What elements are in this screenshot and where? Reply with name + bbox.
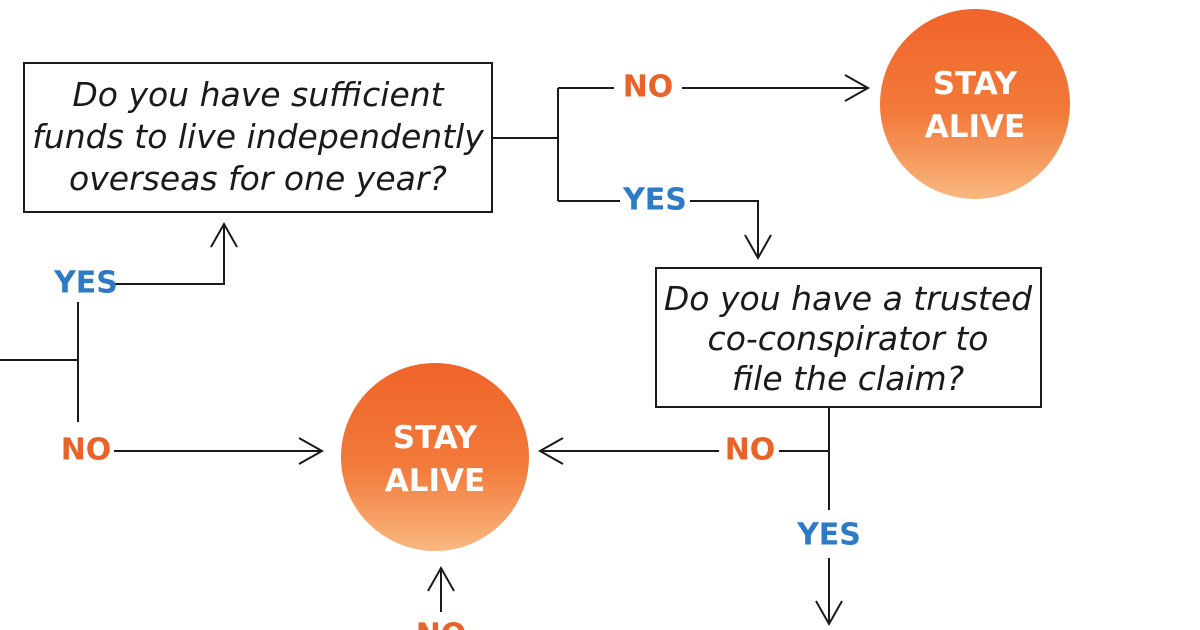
question-funds-line-1: Do you have sufficient [72,75,444,114]
connector-left-yes [114,226,225,285]
endpoint-middle-line-2: ALIVE [385,463,485,499]
arrowhead-from-bottom-to-middle-stay-alive [427,565,455,592]
label-conspirator-no: NO [725,433,776,468]
arrowhead-to-top-stay-alive [844,74,871,102]
question-conspirator-line-1: Do you have a trusted [664,279,1033,318]
label-left-yes: YES [53,266,118,301]
question-box-conspirator: Do you have a trusted co-conspirator to … [655,267,1042,408]
question-conspirator-line-2: co-conspirator to [708,319,989,358]
question-funds-line-3: overseas for one year? [69,159,447,198]
label-conspirator-yes: YES [796,518,861,553]
endpoint-top-line-1: STAY [933,66,1018,102]
question-funds-line-2: funds to live independently [32,117,484,156]
arrowhead-to-middle-stay-alive-right [537,437,564,465]
arrowhead-conspirator-yes-down [815,600,843,627]
label-funds-yes: YES [622,183,687,218]
arrowhead-to-middle-stay-alive-left [298,437,325,465]
endpoint-top-line-2: ALIVE [925,109,1025,145]
label-left-no: NO [61,433,112,468]
arrowhead-to-funds-box [210,221,238,248]
label-bottom-no: NO [416,618,467,630]
connector-funds-yes-b [690,200,759,256]
endpoint-stay-alive-top: STAY ALIVE [880,9,1070,199]
question-conspirator-line-3: file the claim? [732,359,964,398]
endpoint-stay-alive-middle: STAY ALIVE [341,363,529,551]
label-funds-no: NO [623,70,674,105]
endpoint-middle-line-1: STAY [393,420,478,456]
arrowhead-to-conspirator-box [744,234,772,261]
question-box-funds: Do you have sufficient funds to live ind… [23,62,493,213]
